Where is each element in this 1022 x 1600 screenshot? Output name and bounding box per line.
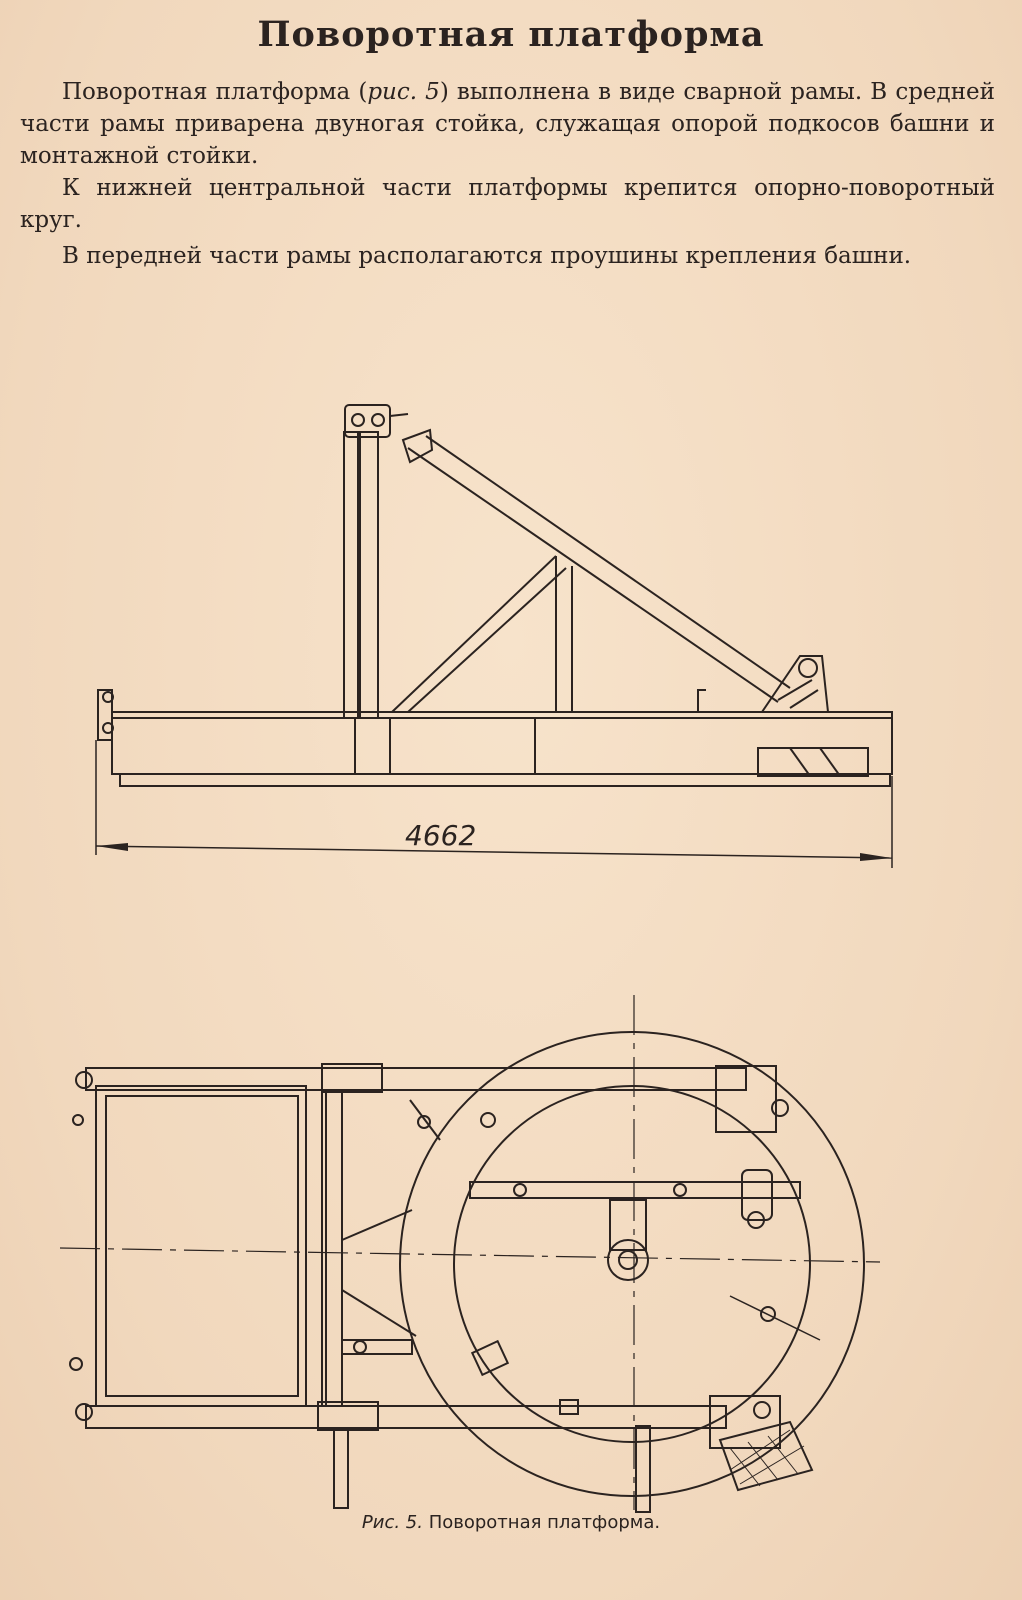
dimension-line: [95, 845, 893, 859]
left-end-bracket: [97, 689, 113, 741]
frame-beam: [111, 711, 893, 775]
post-head: [344, 404, 391, 438]
right-end-box: [757, 747, 869, 777]
bottom-side-beam: [85, 1405, 727, 1429]
front-lug: [760, 655, 830, 713]
paragraph-2: К нижней центральной части платформы кре…: [20, 175, 995, 233]
secondary-brace: [391, 555, 557, 713]
top-lug: [715, 1065, 777, 1133]
leg-right: [635, 1425, 651, 1513]
body-text: Поворотная платформа (рис. 5) выполнена …: [20, 76, 995, 272]
bottom-lug: [709, 1395, 781, 1449]
figure-reference: рис. 5: [367, 79, 440, 105]
figure-caption: Рис. 5. Поворотная платформа.: [0, 1512, 1022, 1533]
page-title: Поворотная платформа: [257, 14, 765, 55]
paragraph-1-start: Поворотная платформа (: [62, 79, 368, 105]
frame-bottom-plate: [119, 773, 891, 787]
inner-cross-member: [469, 1181, 801, 1199]
center-pivot: [607, 1239, 649, 1281]
slewing-ring-inner: [453, 1085, 811, 1443]
slewing-ring-outer: [399, 1031, 865, 1497]
paragraph-1-end: ) выполнена в виде сварной рамы. В средн…: [20, 79, 995, 169]
figure-label: Рис. 5.: [361, 1512, 423, 1533]
bolt-top-left: [75, 1071, 93, 1089]
horizontal-centerline: [59, 1247, 881, 1263]
leg-left: [333, 1429, 349, 1509]
top-side-beam: [85, 1067, 747, 1091]
rear-frame: [95, 1085, 307, 1407]
top-view: [59, 995, 881, 1513]
paragraph-3: В передней части рамы располагаются проу…: [62, 243, 912, 269]
hatched-block: [718, 1420, 814, 1492]
dimension-label: 4662: [405, 819, 476, 852]
bolt-bottom-left: [75, 1403, 93, 1421]
side-view: 4662: [95, 404, 893, 868]
main-brace: [407, 447, 779, 703]
crossbar: [305, 1089, 323, 1407]
paragraph-1: Поворотная платформа (рис. 5) выполнена …: [20, 76, 995, 172]
vertical-post: [343, 431, 359, 719]
caption-text: Поворотная платформа.: [428, 1512, 661, 1533]
